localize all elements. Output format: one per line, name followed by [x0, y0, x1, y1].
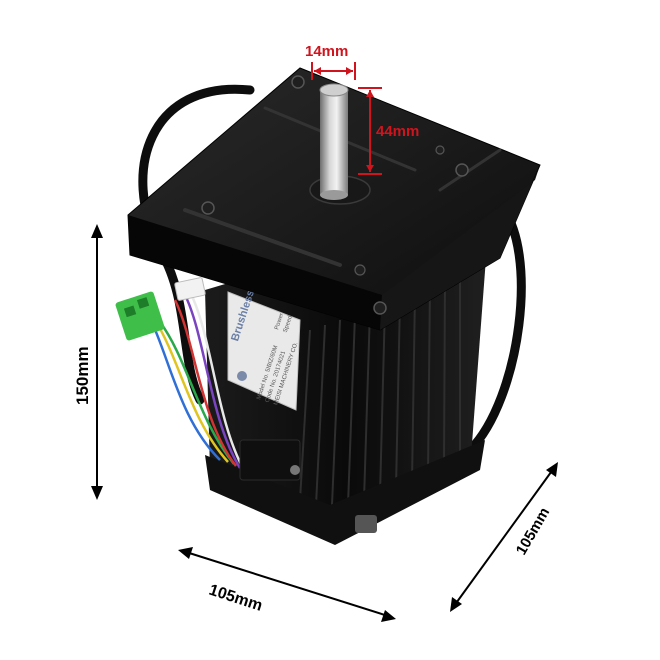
height-label: 150mm [73, 346, 92, 405]
brand-logo-icon [237, 371, 247, 381]
front-width-label: 105mm [207, 582, 265, 615]
nameplate-speed: Speed [283, 315, 294, 333]
cable-clamp [239, 439, 301, 481]
shaft-length-label: 44mm [376, 123, 419, 140]
shaft-diameter-annotation: 14mm [305, 43, 356, 80]
motor-shaft [319, 83, 349, 200]
shaft-diameter-label: 14mm [305, 43, 348, 60]
wire-harness [148, 291, 246, 471]
height-dimension: 150mm [73, 224, 103, 500]
shaft-length-annotation: 44mm [358, 87, 419, 175]
nameplate-power: Power [274, 313, 285, 331]
terminal-connector [115, 277, 206, 341]
side-width-label: 105mm [513, 505, 554, 558]
screw-icon [290, 465, 300, 475]
side-width-dimension: 105mm [450, 462, 558, 612]
front-width-dimension: 105mm [178, 547, 396, 622]
screw-icon [355, 515, 377, 533]
